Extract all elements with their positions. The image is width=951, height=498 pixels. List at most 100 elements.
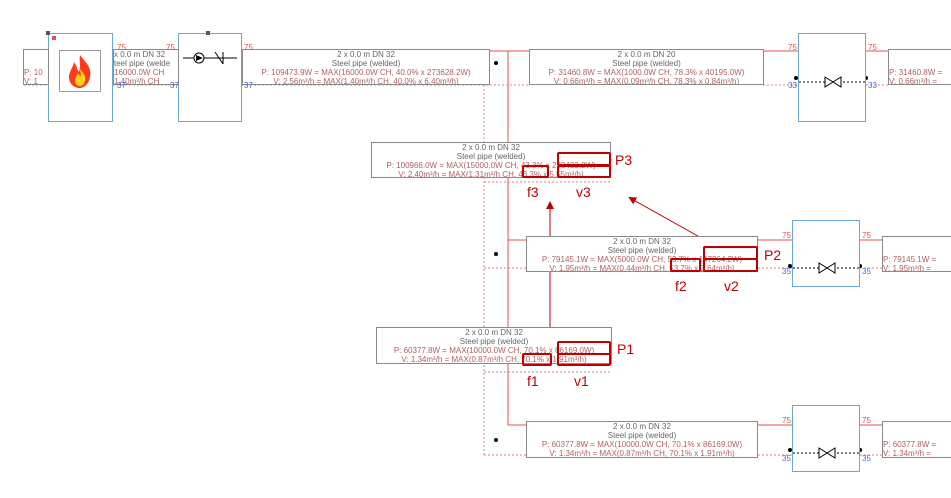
junction-dot (494, 438, 498, 442)
pipe-material: Steel pipe (welded) (331, 59, 401, 68)
highlight-v1 (557, 353, 611, 366)
connector-dot (858, 448, 862, 452)
port-label-supply: 75 (868, 43, 877, 52)
port-label-return: 35 (862, 267, 871, 276)
port-label-supply: 75 (862, 231, 871, 240)
highlight-p3-power (557, 152, 611, 166)
pipe-label-p1[interactable]: 2 x 0.0 m DN 32 Steel pipe (welded) P: 6… (376, 327, 612, 364)
pump-device[interactable] (178, 33, 242, 122)
valve-device-middle[interactable] (792, 220, 860, 287)
boiler-icon (59, 50, 101, 92)
pipe-label-top-dn20[interactable]: 2 x 0.0 m DN 20 Steel pipe (welded) P: 3… (529, 49, 764, 85)
valve-device-bottom[interactable] (792, 405, 860, 472)
port-label-supply: 75 (117, 43, 126, 52)
pipe-power-text: P: 60377.8W = MAX(10000.0W CH, 70.1% x 8… (393, 346, 595, 355)
pipe-flow-text: 1.40m³/h CH (114, 77, 160, 85)
callout-p3: P3 (615, 152, 633, 168)
connector-dot (864, 76, 868, 80)
pipe-flow-text: V: 1.95m³/h = MAX(0.44m³/h CH, 53.7% x 3… (549, 264, 735, 272)
pump-check-valve-icon (183, 51, 237, 65)
pipe-power-text: P: 31460.8W = (889, 68, 943, 77)
callout-v3: v3 (576, 184, 591, 200)
pipe-label-p2[interactable]: 2 x 0.0 m DN 32 Steel pipe (welded) P: 7… (526, 236, 758, 272)
pipe-title: 2 x 0.0 m DN 32 (465, 328, 523, 337)
port-label-supply: 75 (782, 231, 791, 240)
pipe-label-top-right[interactable]: P: 31460.8W = V: 0.66m³/h = (888, 49, 951, 85)
pipe-material: Steel pipe (welded) (456, 152, 526, 161)
pipe-label-p3[interactable]: 2 x 0.0 m DN 32 Steel pipe (welded) P: 1… (371, 142, 611, 178)
pipe-material: Steel pipe (welded) (607, 246, 677, 255)
resize-handle[interactable] (206, 31, 210, 35)
pipe-flow-text: V: 2.56m³/h = MAX(1.40m³/h CH, 40.0% x 6… (273, 77, 459, 85)
pipe-material: Steel pipe (welded) (607, 431, 677, 440)
pipe-power-text: P: 31460.8W = MAX(1000.0W CH, 78.3% x 40… (548, 68, 745, 77)
valve-device-top[interactable] (798, 33, 866, 122)
pipe-label-top-left-left-fragment[interactable]: P: 10 V: 1 (23, 49, 49, 85)
pipe-label-top-main[interactable]: 2 x 0.0 m DN 32 Steel pipe (welded) P: 1… (242, 49, 490, 85)
callout-f1: f1 (527, 373, 539, 389)
highlight-v2 (703, 258, 758, 272)
pipe-flow-text: V: 0.66m³/h = MAX(0.09m³/h CH, 78.3% x 0… (553, 77, 740, 85)
pipe-title: 2 x 0.0 m DN 32 (613, 422, 671, 431)
pipe-label-top-left[interactable]: x 0.0 m DN 32 teel pipe (welde 16000.0W … (113, 49, 179, 85)
port-label-return: 35 (782, 454, 791, 463)
callout-f3: f3 (527, 184, 539, 200)
pipe-title: 2 x 0.0 m DN 32 (462, 143, 520, 152)
junction-dot (494, 252, 498, 256)
port-label-supply: 75 (782, 416, 791, 425)
port-label-return: 37 (117, 81, 126, 90)
callout-v2: v2 (724, 278, 739, 294)
pipe-flow-text: V: 2.40m³/h = MAX(1.31m³/h CH, 43.3% x 5… (398, 170, 584, 178)
highlight-v3 (557, 165, 611, 178)
pipe-flow-text: V: 1.34m³/h = MAX(0.87m³/h CH, 70.1% x 1… (549, 449, 735, 458)
boiler-device[interactable] (48, 33, 113, 122)
connector-dot (788, 264, 792, 268)
callout-v1: v1 (574, 373, 589, 389)
pipe-power-text: P: 100966.0W = MAX(15000.0W CH, 43.3% x … (386, 161, 596, 170)
resize-handle[interactable] (46, 31, 50, 35)
port-label-return: 37 (170, 81, 179, 90)
pipe-material: Steel pipe (welded) (459, 337, 529, 346)
pipe-power-text: P: 109473.9W = MAX(16000.0W CH, 40.0% x … (261, 68, 471, 77)
highlight-f3 (522, 165, 549, 178)
port-label-return: 33 (788, 81, 797, 90)
callout-f2: f2 (675, 278, 687, 294)
port-label-return: 37 (244, 81, 253, 90)
pipe-power-text: 16000.0W CH (114, 68, 165, 77)
pipe-flow-text: V: 1.95m³/h = (883, 264, 931, 272)
pipe-power-text: P: 79145.1W = (883, 255, 937, 264)
highlight-f1 (522, 353, 552, 366)
resize-handle[interactable] (52, 36, 56, 40)
pipe-flow-text: V: 1.34m³/h = MAX(0.87m³/h CH, 70.1% x 1… (401, 355, 587, 364)
pipe-material: teel pipe (welde (114, 59, 171, 68)
pipe-label-bottom-right[interactable]: P: 60377.8W = V: 1.34m³/h = (882, 421, 951, 458)
junction-dot (494, 61, 498, 65)
pipe-title: 2 x 0.0 m DN 32 (337, 50, 395, 59)
pipe-title: x 0.0 m DN 32 (114, 50, 166, 59)
port-label-supply: 75 (788, 43, 797, 52)
pipe-power-text: P: 60377.8W = MAX(10000.0W CH, 70.1% x 8… (541, 440, 743, 449)
highlight-f2 (670, 258, 701, 272)
pipe-flow-text: V: 0.66m³/h = (889, 77, 937, 85)
pipe-material: Steel pipe (welded) (612, 59, 681, 68)
pipe-label-bottom[interactable]: 2 x 0.0 m DN 32 Steel pipe (welded) P: 6… (526, 421, 758, 458)
pipe-title: 2 x 0.0 m DN 32 (613, 237, 671, 246)
port-label-return: 33 (868, 81, 877, 90)
connector-dot (794, 76, 798, 80)
pipe-flow-text: V: 1.34m³/h = (883, 449, 931, 458)
port-label-return: 35 (862, 454, 871, 463)
pipe-power-text: P: 79145.1W = MAX(5000.0W CH, 53.7% x 14… (541, 255, 743, 264)
valve-icon (799, 76, 865, 88)
port-label-supply: 75 (244, 43, 253, 52)
pipe-flow-text: V: 1 (24, 77, 38, 85)
port-label-supply: 75 (166, 43, 175, 52)
pipe-title: 2 x 0.0 m DN 20 (617, 50, 676, 59)
pipe-label-p2-right[interactable]: P: 79145.1W = V: 1.95m³/h = (882, 236, 951, 272)
valve-icon (793, 262, 859, 274)
callout-p2: P2 (764, 247, 782, 263)
connector-dot (858, 264, 862, 268)
callout-p1: P1 (617, 341, 635, 357)
pipe-power-text: P: 60377.8W = (883, 440, 937, 449)
port-label-return: 35 (782, 267, 791, 276)
pipe-power-text: P: 10 (24, 68, 43, 77)
